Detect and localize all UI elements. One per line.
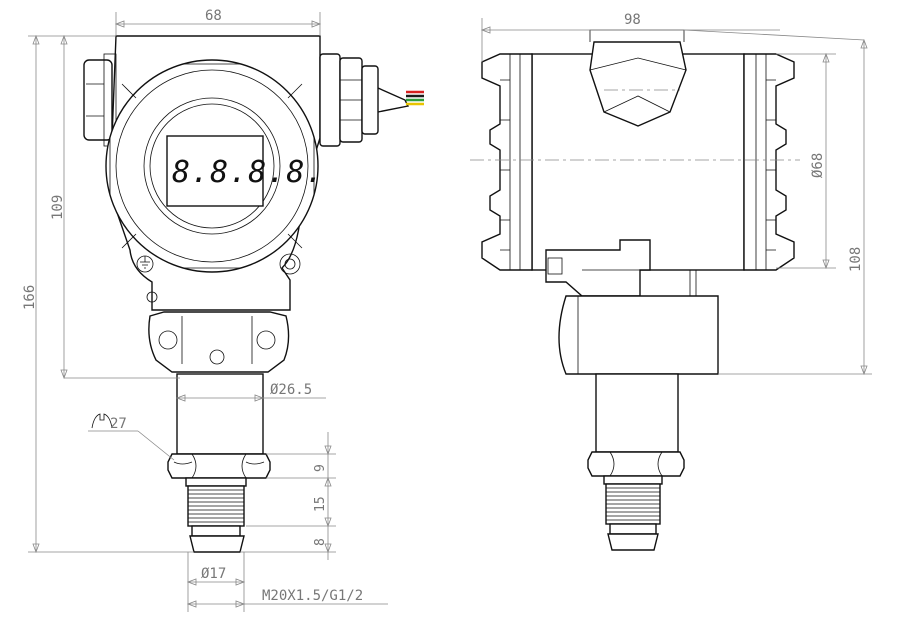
svg-text:M20X1.5/G1/2: M20X1.5/G1/2 xyxy=(262,588,363,604)
svg-text:15: 15 xyxy=(313,496,328,512)
svg-text:Ø68: Ø68 xyxy=(810,153,826,178)
right-screw-icon xyxy=(279,253,301,275)
connector-block xyxy=(148,311,290,373)
svg-text:108: 108 xyxy=(848,247,864,272)
svg-text:68: 68 xyxy=(205,8,222,24)
svg-text:Ø26.5: Ø26.5 xyxy=(270,382,312,398)
side-right-cover xyxy=(743,53,795,271)
dim-fitting-heights: 9 15 8 xyxy=(240,432,336,560)
svg-text:8: 8 xyxy=(313,538,328,546)
dim-hex-wrench: 27 xyxy=(88,413,175,461)
left-cable-gland xyxy=(83,53,117,147)
right-cable-gland xyxy=(319,53,410,147)
side-hex-cap xyxy=(589,29,687,127)
front-view: 8.8.8.8. xyxy=(22,8,424,612)
dim-thread-spec: M20X1.5/G1/2 xyxy=(186,588,388,608)
dim-neck-diameter: Ø26.5 xyxy=(175,382,326,402)
lcd-window xyxy=(166,135,264,207)
dim-side-height: 108 xyxy=(718,38,872,376)
svg-text:166: 166 xyxy=(22,285,38,310)
side-threaded-fitting xyxy=(603,475,663,551)
side-neck xyxy=(595,373,679,453)
svg-text:98: 98 xyxy=(624,12,641,28)
hex-nut xyxy=(167,453,271,479)
threaded-fitting xyxy=(185,477,247,553)
svg-text:9: 9 xyxy=(313,464,328,472)
wrench-icon xyxy=(91,413,113,429)
dim-front-width: 68 xyxy=(114,8,322,36)
side-sensor-body xyxy=(558,295,719,375)
lcd-digits: 8.8.8.8. xyxy=(172,155,325,190)
neck xyxy=(176,373,264,455)
dim-front-total-height: 166 xyxy=(22,34,194,554)
ground-terminal-icon xyxy=(136,255,158,303)
side-view: 98 Ø68 108 xyxy=(470,12,872,551)
side-terminal-tab xyxy=(545,239,697,297)
cable-wires xyxy=(406,90,424,106)
dim-side-housing-diameter: Ø68 xyxy=(776,52,836,270)
dim-tip-diameter: Ø17 xyxy=(186,552,246,612)
dim-side-width: 98 xyxy=(480,12,865,62)
svg-text:109: 109 xyxy=(50,195,66,220)
dim-front-body-height: 109 xyxy=(50,34,180,380)
display-cover: 8.8.8.8. xyxy=(105,59,325,273)
svg-text:27: 27 xyxy=(110,416,127,432)
side-hex-nut xyxy=(587,451,685,477)
side-left-cover xyxy=(481,53,533,271)
svg-text:Ø17: Ø17 xyxy=(201,566,226,582)
